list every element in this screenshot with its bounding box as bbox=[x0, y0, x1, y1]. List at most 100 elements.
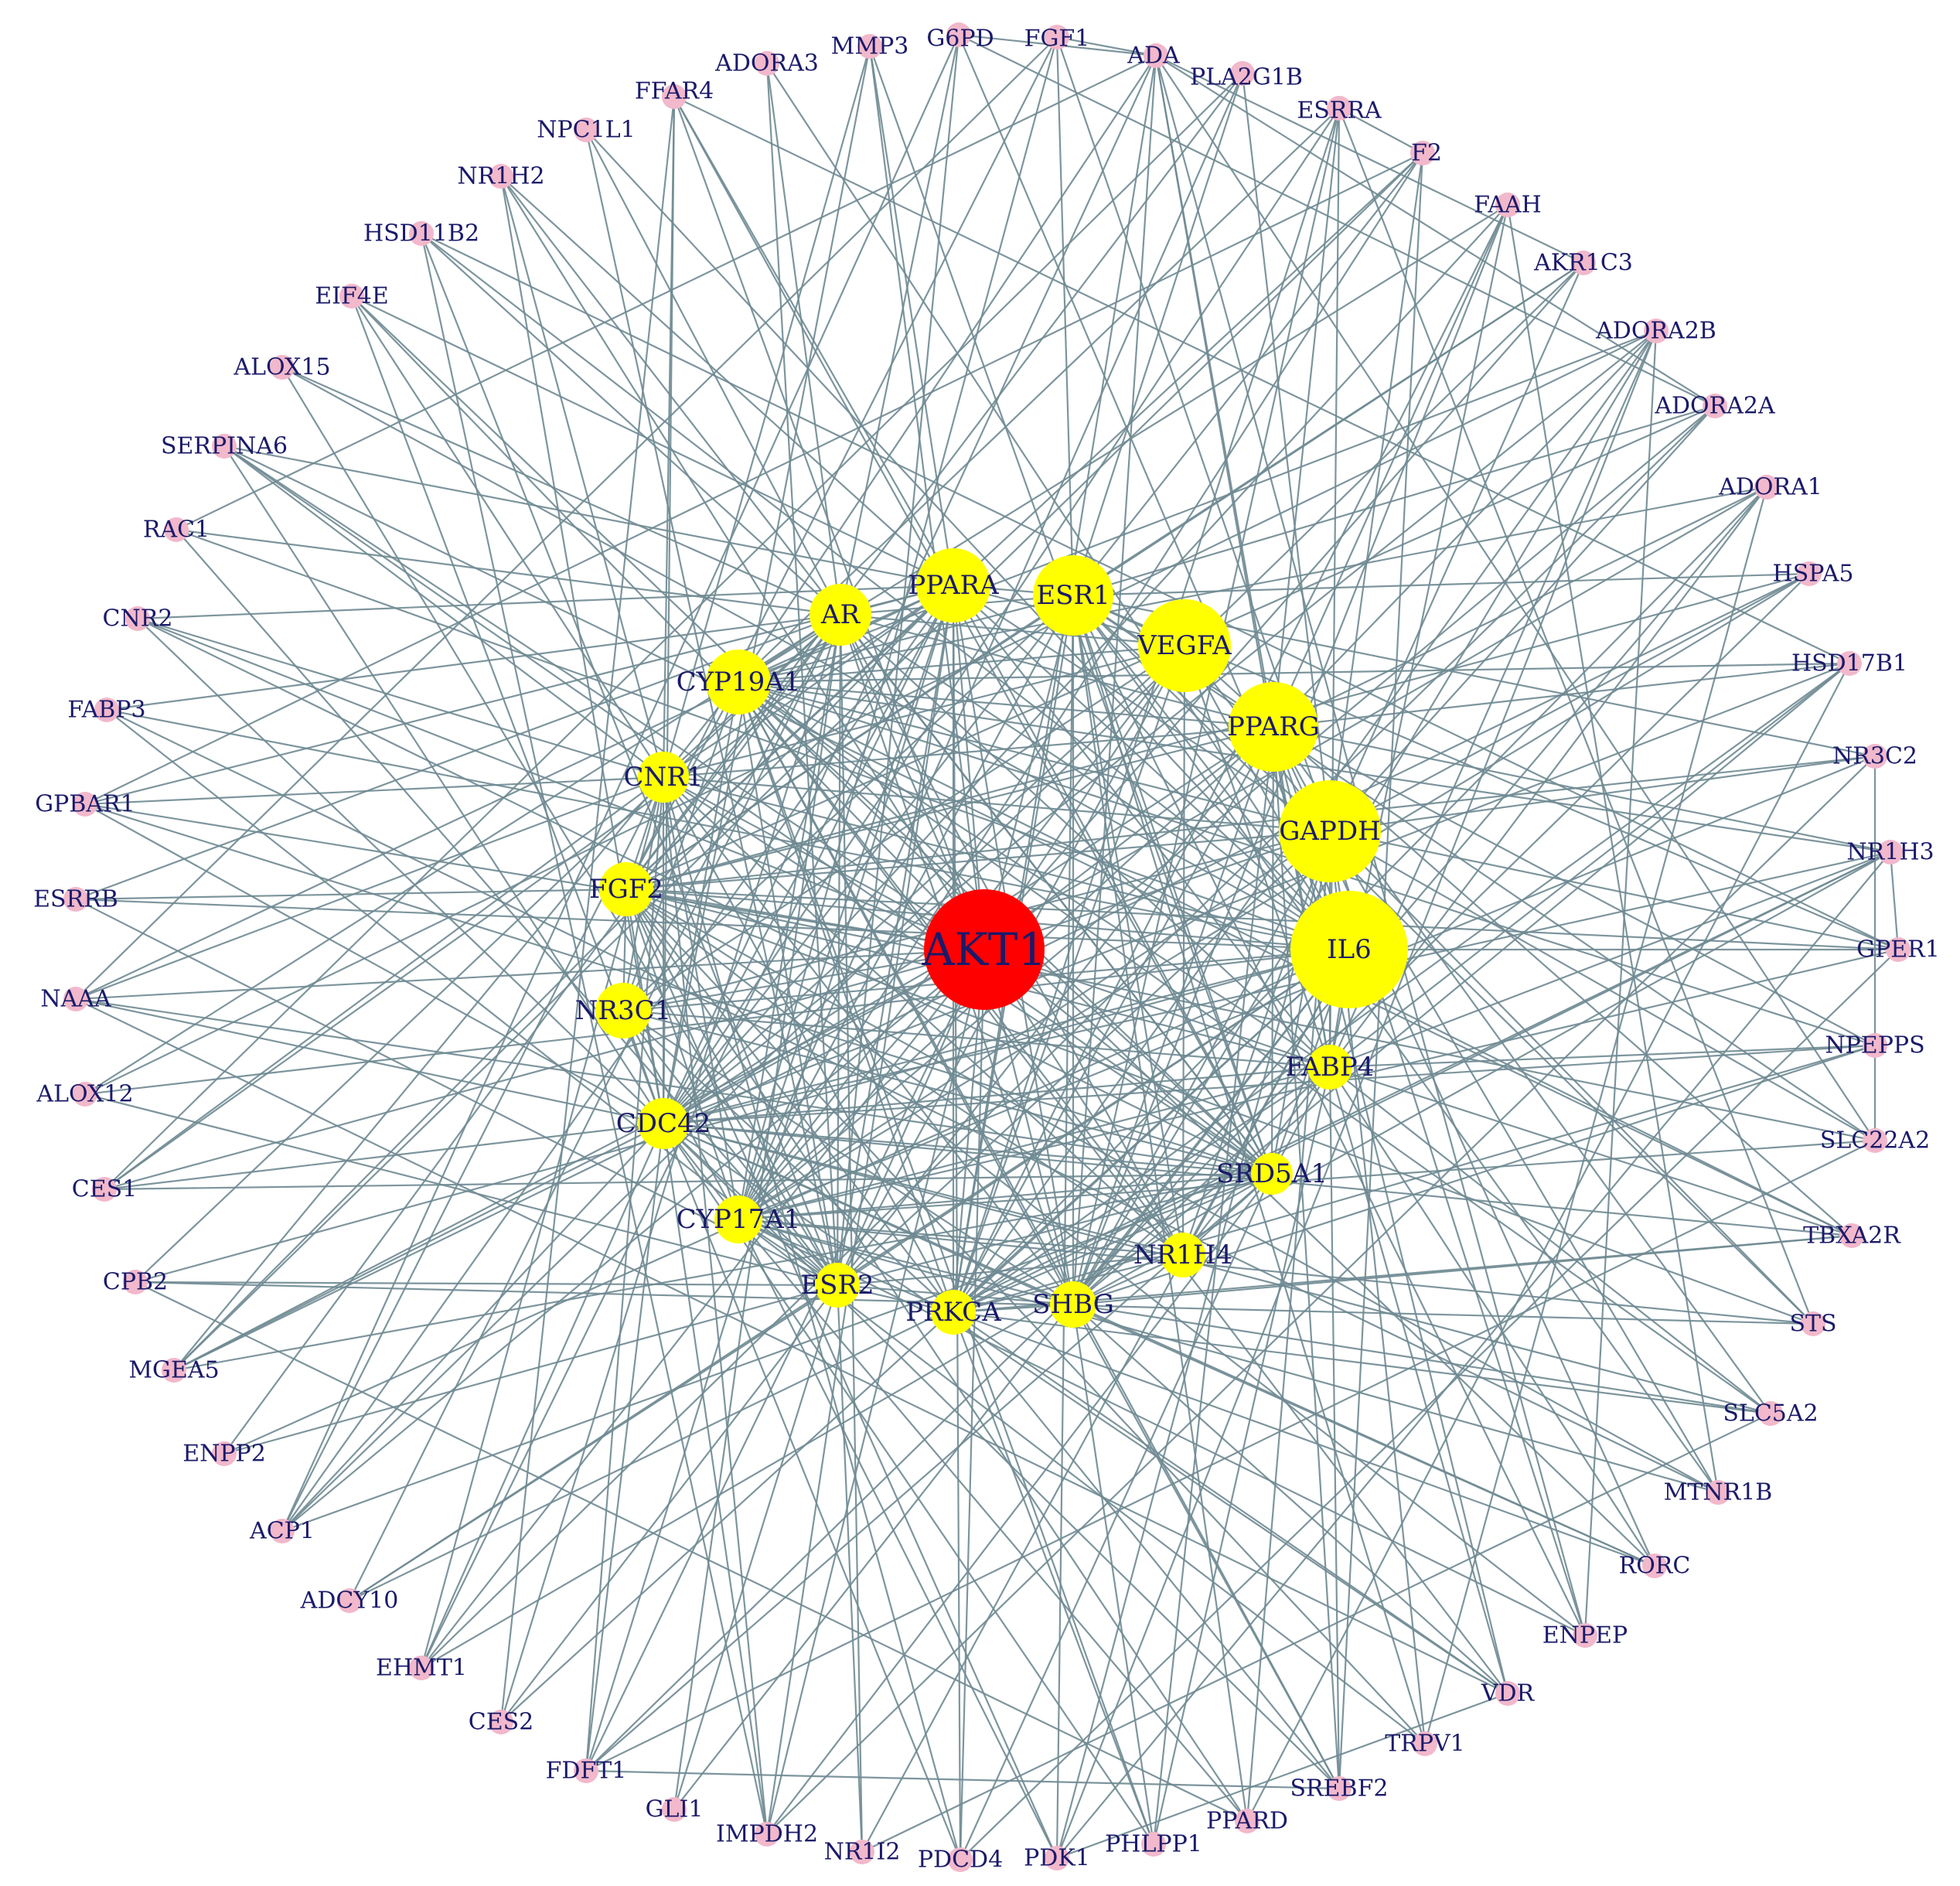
edge-fgf2-esr2 bbox=[625, 888, 838, 1286]
node-circle-f2 bbox=[1410, 141, 1435, 165]
edge-impdh2-hsd11b2 bbox=[420, 233, 769, 1835]
edge-esr1-gapdh bbox=[1072, 595, 1331, 832]
node-nr1h2: NR1H2 bbox=[457, 163, 544, 190]
node-circle-faah bbox=[1495, 193, 1520, 217]
edge-adora2b-cyp19a1 bbox=[738, 329, 1657, 684]
node-serpina6: SERPINA6 bbox=[161, 433, 288, 460]
edge-cpb2-esr2 bbox=[135, 1281, 838, 1287]
node-circle-adcy10 bbox=[337, 1588, 362, 1613]
node-ces1: CES1 bbox=[72, 1176, 138, 1203]
node-nr3c2: NR3C2 bbox=[1832, 743, 1917, 770]
node-pla2g1b: PLA2G1B bbox=[1190, 61, 1303, 91]
edge-enpep-adora2b bbox=[1583, 330, 1658, 1636]
edge-adcy10-esr2 bbox=[349, 1284, 838, 1601]
edge-gli1-esr2 bbox=[673, 1284, 839, 1810]
edge-fgf1-ada bbox=[1056, 36, 1157, 57]
node-circle-serpina6 bbox=[212, 434, 237, 459]
node-circle-cpb2 bbox=[123, 1270, 148, 1294]
node-label-cnr2: CNR2 bbox=[103, 605, 173, 633]
node-circle-prkca bbox=[931, 1290, 976, 1335]
edge-gpbar1-ppara bbox=[84, 584, 954, 806]
node-fgf2: FGF2 bbox=[589, 862, 663, 916]
edge-cpb2-il6 bbox=[135, 948, 1350, 1284]
edge-cpb2-sts bbox=[135, 1281, 1814, 1325]
node-label-rac1: RAC1 bbox=[143, 517, 210, 544]
node-circle-slc5a2 bbox=[1758, 1401, 1783, 1426]
node-gper1: GPER1 bbox=[1856, 936, 1940, 963]
node-circle-adora3 bbox=[755, 51, 779, 76]
node-ar: AR bbox=[810, 584, 871, 646]
edge-ada-rac1 bbox=[176, 55, 1157, 530]
node-circle-pparg bbox=[1229, 682, 1318, 772]
edge-eif4e-akt1 bbox=[351, 295, 985, 950]
node-label-cnr1: CNR1 bbox=[624, 762, 704, 793]
node-circle-hsd11b2 bbox=[409, 221, 434, 246]
node-label-srd5a1: SRD5A1 bbox=[1216, 1158, 1328, 1189]
node-acp1: ACP1 bbox=[249, 1518, 315, 1545]
node-enpep: ENPEP bbox=[1542, 1622, 1628, 1649]
edge-ces1-akt1 bbox=[104, 948, 985, 1191]
edge-adora3-il6 bbox=[766, 63, 1350, 950]
node-circle-g6pd bbox=[946, 22, 971, 47]
edge-hsd17b1-prkca bbox=[953, 663, 1850, 1313]
edge-naaa-ppara bbox=[75, 585, 954, 1000]
edge-ehmt1-cnr1 bbox=[420, 776, 665, 1669]
edge-g6pd-esr2 bbox=[836, 34, 960, 1286]
edge-enpep-cyp17a1 bbox=[738, 1219, 1586, 1636]
node-label-prkca: PRKCA bbox=[905, 1297, 1001, 1328]
node-circle-eif4e bbox=[339, 284, 364, 309]
node-label-cpb2: CPB2 bbox=[103, 1269, 168, 1296]
node-slc22a2: SLC22A2 bbox=[1820, 1127, 1930, 1154]
edge-rorc-prkca bbox=[953, 1311, 1655, 1567]
edge-naaa-srd5a1 bbox=[75, 998, 1273, 1175]
node-nr1h4: NR1H4 bbox=[1133, 1233, 1232, 1277]
node-label-fabp4: FABP4 bbox=[1286, 1052, 1375, 1083]
edge-nr3c1-shbg bbox=[622, 1010, 1074, 1305]
edge-ffar4-cdc42 bbox=[662, 96, 676, 1124]
edge-ada-akr1c3 bbox=[1155, 55, 1584, 264]
node-cnr2: CNR2 bbox=[103, 605, 173, 633]
edge-impdh2-srd5a1 bbox=[766, 1173, 1273, 1835]
edge-pparg-fgf2 bbox=[625, 725, 1274, 891]
node-esr2: ESR2 bbox=[800, 1263, 874, 1308]
edge-vegfa-nr3c1 bbox=[622, 645, 1185, 1011]
node-label-nr3c2: NR3C2 bbox=[1832, 743, 1917, 770]
node-label-tbxa2r: TBXA2R bbox=[1803, 1223, 1901, 1250]
node-circle-srd5a1 bbox=[1251, 1153, 1293, 1195]
edge-hspa5-fgf2 bbox=[625, 572, 1810, 891]
node-sts: STS bbox=[1789, 1311, 1836, 1338]
edge-pdcd4-srd5a1 bbox=[959, 1173, 1273, 1860]
node-nr1i2: NR1I2 bbox=[824, 1839, 901, 1866]
node-cyp19a1: CYP19A1 bbox=[677, 650, 800, 714]
node-circle-cyp17a1 bbox=[714, 1195, 762, 1243]
edge-naaa-cnr1 bbox=[75, 776, 664, 1001]
edge-nr1h3-cyp19a1 bbox=[738, 680, 1891, 854]
edge-akr1c3-acp1 bbox=[281, 262, 1584, 1532]
node-circle-nr1h2 bbox=[489, 164, 513, 189]
edge-impdh2-cdc42 bbox=[662, 1123, 769, 1835]
edge-adcy10-ar bbox=[349, 614, 841, 1601]
edge-hspa5-gapdh bbox=[1329, 573, 1810, 832]
node-label-akt1: AKT1 bbox=[922, 923, 1047, 976]
edge-npc1l1-ar bbox=[585, 129, 841, 616]
node-nr3c1: NR3C1 bbox=[575, 983, 671, 1038]
edge-il6-cdc42 bbox=[663, 948, 1350, 1125]
edge-slc22a2-gapdh bbox=[1329, 830, 1876, 1141]
edge-esrra-pparg bbox=[1272, 107, 1341, 728]
edge-pdcd4-cdc42 bbox=[662, 1123, 962, 1860]
edge-gpbar1-akt1 bbox=[84, 803, 985, 951]
node-srebf2: SREBF2 bbox=[1290, 1775, 1389, 1802]
edge-nr1h2-ppara bbox=[500, 176, 954, 586]
node-circle-ces1 bbox=[92, 1177, 117, 1202]
node-circle-adora2a bbox=[1703, 394, 1727, 418]
node-label-ppara: PPARA bbox=[908, 570, 999, 601]
edge-srd5a1-prkca bbox=[953, 1172, 1273, 1314]
edge-ces1-ppara bbox=[104, 585, 954, 1190]
edge-rac1-il6 bbox=[176, 528, 1350, 951]
edge-gper1-gapdh bbox=[1329, 830, 1899, 951]
edge-pparg-prkca bbox=[953, 726, 1274, 1313]
edge-pdcd4-ppara bbox=[952, 585, 962, 1860]
node-circle-akt1 bbox=[924, 889, 1045, 1010]
node-circle-esrrb bbox=[63, 887, 88, 912]
node-circle-acp1 bbox=[270, 1519, 295, 1543]
